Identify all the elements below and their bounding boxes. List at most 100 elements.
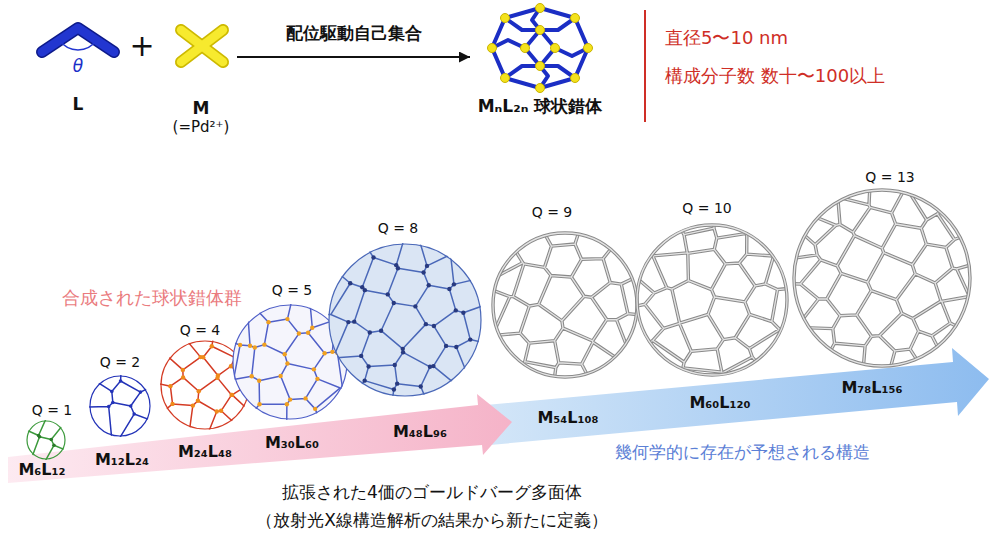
ligand-body [42,28,114,52]
metal-node [501,14,510,23]
formula-label: M₂₄L₄₈ [178,442,232,461]
metal-dot [170,402,174,406]
polyhedron-rim [493,233,637,377]
metal-dot [107,405,111,409]
sphere-ground [329,244,481,396]
metal-dot [288,397,292,401]
metal-dot [432,324,436,328]
cage-ligand [555,48,588,56]
polyhedron-edge [489,229,641,381]
count-note: 構成分子数 数十〜100以上 [665,65,885,87]
edge-label: 配位駆動自己集合 [284,23,424,43]
metal-dot [461,311,465,315]
polyhedron-rim [794,190,970,366]
polyhedron-rim [493,233,637,377]
metal-dot [454,308,458,312]
formula-label: M₅₄L₁₀₈ [537,408,598,427]
caption-line: （放射光X線構造解析の結果から新たに定義） [256,510,608,530]
metal-node [501,74,510,83]
metal-dot [419,384,423,388]
metal-dot [371,255,375,259]
metal-dot [425,264,429,268]
metal-dot [313,407,317,411]
ligand-lines [325,240,485,400]
synthesized-sphere [23,417,69,463]
formula-label: M₁₂L₂₄ [95,450,149,469]
metal-dot [119,379,123,383]
metal-node [551,44,560,53]
metal-dot [468,337,472,341]
formula-label: M₆L₁₂ [18,460,65,479]
q-value: Q = 10 [682,200,731,217]
metal-dot [257,402,261,406]
q-value: Q = 9 [532,204,573,221]
metal-node [521,44,530,53]
metal-symbol [181,30,223,62]
node-text: M [193,98,210,118]
reaction-arrow [237,56,470,58]
metal-node [536,84,545,93]
metal-dot [368,330,372,334]
polyhedron-edge [790,186,974,370]
formula-label: M₃₀L₆₀ [265,433,319,452]
sphere-rim [90,376,150,436]
metal-dot [444,344,448,348]
metal-arm [181,30,223,62]
caption-line: 拡張された4価のゴールドバーグ多面体 [282,482,582,502]
metal-dot [37,434,41,438]
ligand-lines [86,372,154,440]
metal-dot [392,387,396,391]
metal-dot [285,361,289,365]
metal-node [536,62,545,71]
metal-dot [249,374,253,378]
metal-dot [49,438,53,442]
metal-dot [330,350,334,354]
sphere-ground [27,421,65,459]
metal-dot [393,363,397,367]
metal-dot [129,404,133,408]
group-heading: 合成された球状錯体群 [62,287,242,309]
metal-dot [282,352,286,356]
metal-dot [278,374,282,378]
node-text: L [73,94,84,114]
polyhedron-edge [633,221,791,379]
polyhedron-edges [633,221,791,379]
angle-symbol: θ [73,56,83,76]
metal-dot [360,285,364,289]
sphere-frame [325,240,485,400]
q-value: Q = 5 [272,282,313,299]
metal-dot [452,282,456,286]
metal-dot [285,317,289,321]
plus-sign: + [129,28,154,64]
synthesized-sphere [86,372,154,440]
metal-dot [303,396,307,400]
metal-dot [413,304,417,308]
metal-dot [196,399,200,403]
metal-dot [395,381,399,385]
metal-dot [386,292,390,296]
polyhedron-edges [790,186,974,370]
polyhedron-rim [637,225,787,375]
q-value: Q = 8 [378,220,419,237]
metal-dot [427,283,431,287]
metal-dot [201,355,205,359]
metal-dot [348,281,352,285]
metal-dot [238,343,242,347]
metal-dot [346,320,350,324]
node-text: MₙL₂ₙ 球状錯体 [478,96,603,116]
metal-arm [181,30,223,62]
metal-dot [110,390,114,394]
metal-node [536,4,545,13]
formula-label: M₇₈L₁₅₆ [841,378,902,397]
metal-dot [111,401,115,405]
metal-node [536,26,545,35]
metal-dot [306,330,310,334]
metal-dot [219,409,223,413]
cage-structure [492,8,588,88]
metal-dot [312,367,316,371]
predicted-polyhedron [489,229,641,381]
complex-node: MₙL₂ₙ 球状錯体 [470,0,610,116]
metal-dot [253,345,257,349]
sphere-rim [329,244,481,396]
